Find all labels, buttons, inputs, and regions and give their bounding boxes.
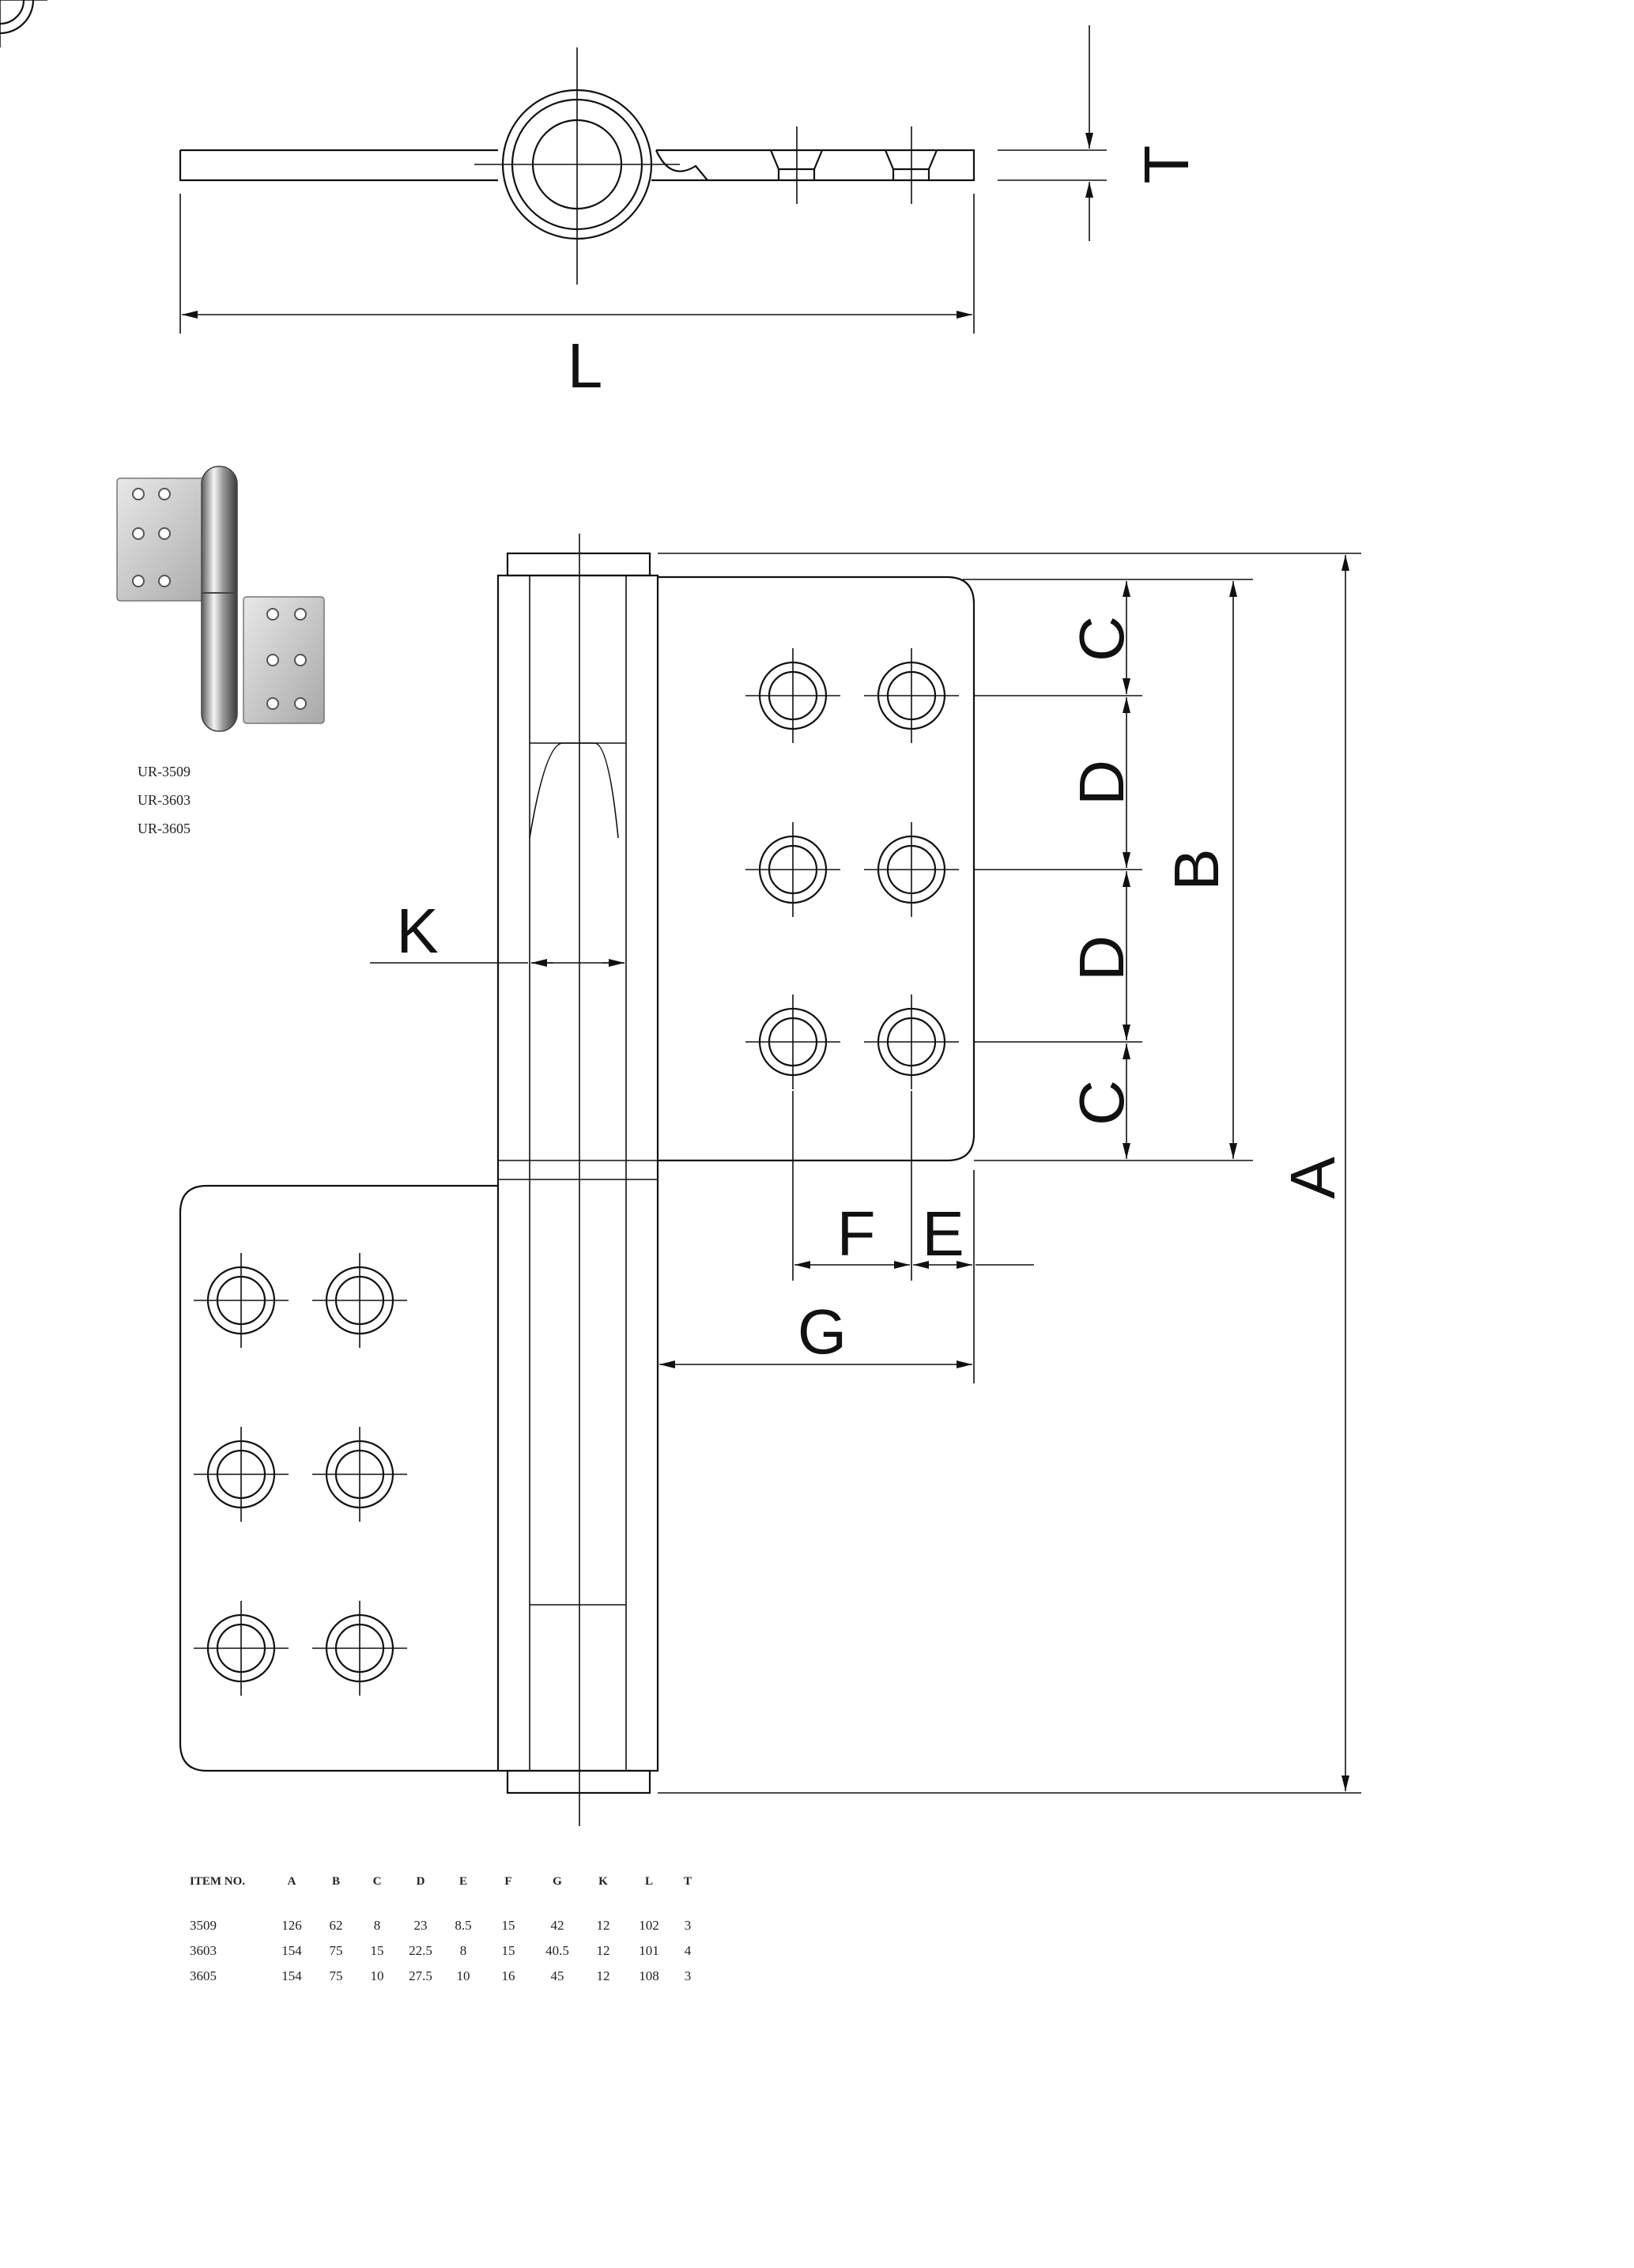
dim-label-T: T bbox=[1131, 145, 1202, 184]
column-header: L bbox=[644, 1875, 653, 1888]
table-cell: 23 bbox=[413, 1918, 428, 1933]
dim-label-L: L bbox=[568, 330, 603, 401]
column-header: ITEM NO. bbox=[190, 1875, 246, 1888]
dim-label-A: A bbox=[1277, 1157, 1348, 1199]
top-view: L T bbox=[179, 25, 1202, 401]
table-cell: 10 bbox=[456, 1968, 470, 1983]
table-cell: 154 bbox=[281, 1943, 302, 1958]
table-cell: 126 bbox=[281, 1918, 302, 1933]
table-cell: 45 bbox=[550, 1968, 564, 1983]
table-cell: 102 bbox=[639, 1918, 659, 1933]
model-number: UR-3509 bbox=[138, 764, 191, 779]
column-header: D bbox=[416, 1875, 425, 1888]
dim-label-C-bottom: C bbox=[1066, 1080, 1137, 1126]
column-header: B bbox=[331, 1875, 340, 1888]
table-cell: 3603 bbox=[190, 1943, 217, 1958]
table-cell: 101 bbox=[639, 1943, 659, 1958]
table-cell: 12 bbox=[596, 1968, 610, 1983]
table-cell: 3509 bbox=[190, 1918, 217, 1933]
table-cell: 62 bbox=[329, 1918, 343, 1933]
dim-label-D-lower: D bbox=[1066, 935, 1137, 981]
dim-label-B: B bbox=[1161, 848, 1232, 890]
column-header: T bbox=[683, 1875, 692, 1888]
column-header: A bbox=[287, 1875, 296, 1888]
table-cell: 8.5 bbox=[455, 1918, 472, 1933]
column-header: C bbox=[372, 1875, 382, 1888]
column-header: K bbox=[598, 1875, 608, 1888]
model-number: UR-3605 bbox=[138, 821, 191, 836]
table-cell: 3605 bbox=[190, 1968, 217, 1983]
dim-label-G: G bbox=[798, 1296, 847, 1367]
lower-leaf-holes bbox=[192, 1251, 409, 1697]
column-header: G bbox=[553, 1875, 562, 1888]
table-row: 3603 154 75 15 22.5 8 15 40.5 12 101 4 bbox=[190, 1938, 704, 1964]
table-cell: 8 bbox=[373, 1918, 381, 1933]
table-cell: 4 bbox=[684, 1943, 692, 1958]
table-cell: 15 bbox=[501, 1918, 515, 1933]
column-header: F bbox=[504, 1875, 512, 1888]
table-cell: 40.5 bbox=[545, 1943, 569, 1958]
table-cell: 12 bbox=[596, 1918, 610, 1933]
table-cell: 8 bbox=[459, 1943, 467, 1958]
table-cell: 154 bbox=[281, 1968, 302, 1983]
table-cell: 15 bbox=[501, 1943, 515, 1958]
table-cell: 27.5 bbox=[409, 1968, 432, 1983]
table-cell: 12 bbox=[596, 1943, 610, 1958]
model-list: UR-3509 UR-3603 UR-3605 bbox=[138, 757, 191, 843]
table-cell: 16 bbox=[501, 1968, 515, 1983]
front-view bbox=[179, 534, 975, 1826]
hinge-product-photo bbox=[116, 466, 325, 732]
table-cell: 3 bbox=[684, 1918, 692, 1933]
front-view-dimensions: C D D C B A K F E G bbox=[370, 553, 1361, 1794]
model-number: UR-3603 bbox=[138, 792, 191, 808]
table-cell: 10 bbox=[370, 1968, 384, 1983]
dim-label-F: F bbox=[837, 1198, 876, 1269]
dim-label-C-top: C bbox=[1066, 616, 1137, 662]
table-header-row: ITEM NO. A B C D E F G K L T bbox=[190, 1875, 704, 1913]
table-cell: 42 bbox=[550, 1918, 564, 1933]
dim-label-D-upper: D bbox=[1066, 760, 1137, 806]
table-cell: 108 bbox=[639, 1968, 659, 1983]
table-row: 3605 154 75 10 27.5 10 16 45 12 108 3 bbox=[190, 1964, 704, 1989]
dimension-spec-table: ITEM NO. A B C D E F G K L T 3509 126 62… bbox=[190, 1875, 704, 1989]
table-cell: 75 bbox=[329, 1943, 343, 1958]
table-cell: 3 bbox=[684, 1968, 692, 1983]
column-header: E bbox=[459, 1875, 467, 1888]
dim-label-E: E bbox=[922, 1198, 964, 1269]
table-cell: 22.5 bbox=[409, 1943, 432, 1958]
dim-label-K: K bbox=[396, 896, 438, 966]
table-row: 3509 126 62 8 23 8.5 15 42 12 102 3 bbox=[190, 1913, 704, 1938]
table-cell: 15 bbox=[370, 1943, 384, 1958]
table-cell: 75 bbox=[329, 1968, 343, 1983]
